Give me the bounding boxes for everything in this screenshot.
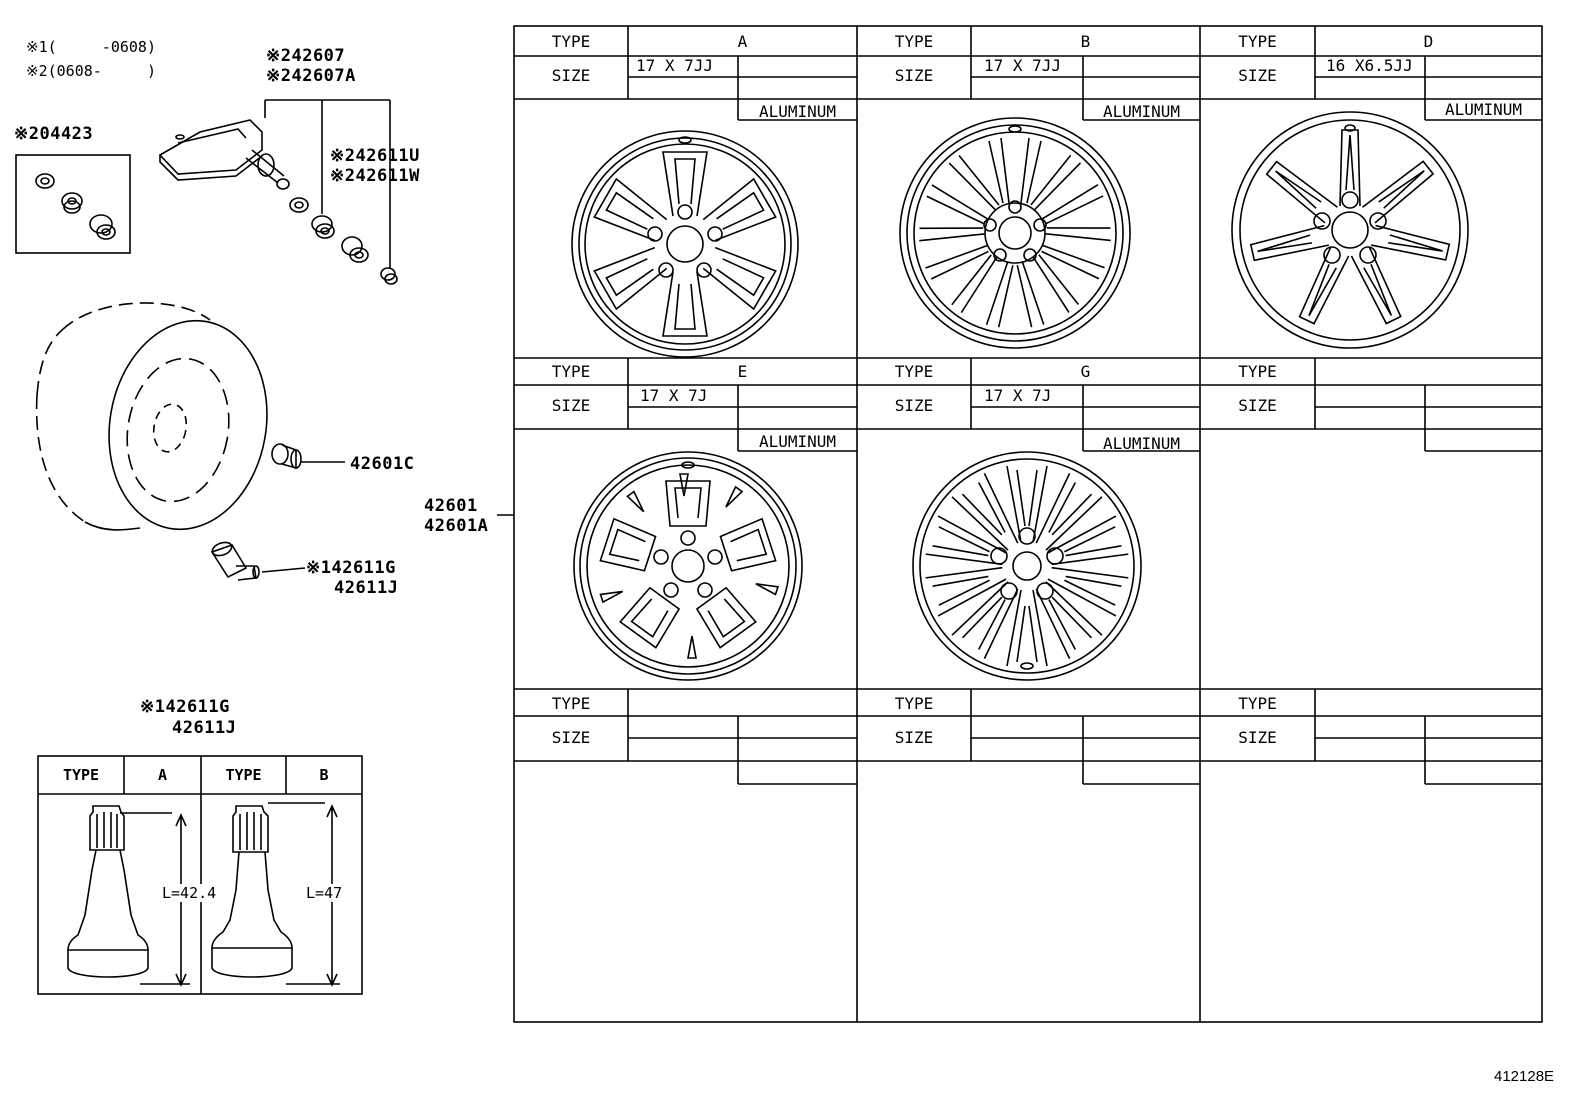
grid-size-label-9: SIZE [1238,728,1277,747]
grid-type-label-b: TYPE [894,32,934,51]
kit-cap-icon [89,214,116,240]
grid-type-label-6: TYPE [1238,362,1277,381]
part-42607a[interactable]: ※242607A [266,66,356,86]
wheel-g-material: ALUMINUM [1102,434,1181,453]
valve-table-title-1[interactable]: ※142611G [140,697,230,717]
sensor-nut-icon [289,197,309,213]
wheel-e-type: E [737,362,748,381]
part-04423[interactable]: ※204423 [14,124,94,144]
note-1: ※1( -0608) [26,38,156,56]
part-42611j[interactable]: 42611J [334,578,399,598]
part-42611g[interactable]: ※142611G [306,558,396,578]
wheel-a-material: ALUMINUM [758,102,837,121]
note-2-range: (0608- ) [47,62,156,80]
sensor-grommet-icon [311,215,335,239]
grid-size-label-8: SIZE [894,728,934,747]
grid-size-label-b: SIZE [894,66,934,85]
valve-type-a-icon [67,805,172,978]
grid-size-label-e: SIZE [551,396,591,415]
wheel-a-size: 17 X 7JJ [636,56,714,75]
wheel-e-size: 17 X 7J [640,386,708,405]
valve-type-header-a: TYPE [62,766,100,784]
wheel-d-icon [1231,111,1469,349]
valve-col-b: B [319,766,329,784]
wheel-b-size: 17 X 7JJ [984,56,1062,75]
wheel-b-icon [899,117,1131,349]
wheel-g-size: 17 X 7J [984,386,1052,405]
kit-grommet-icon [61,192,83,214]
grid-size-label-a: SIZE [551,66,591,85]
note-2: ※2(0608- ) [26,62,156,80]
note-1-range: ( -0608) [47,38,156,56]
grid-type-label-9: TYPE [1238,694,1277,713]
wheel-d-size: 16 X6.5JJ [1326,56,1413,75]
tire-illustration-icon [35,302,268,531]
sensor-cap-icon [341,236,369,263]
note-1-mark: ※1 [26,38,48,56]
valve-col-a: A [157,766,168,784]
part-42611u[interactable]: ※242611U [330,146,420,166]
valve-length-b: L=47 [306,884,343,902]
grid-size-label-6: SIZE [1238,396,1277,415]
grid-size-label-7: SIZE [551,728,591,747]
part-42601[interactable]: 42601 [424,496,478,516]
wheel-b-type: B [1080,32,1091,51]
part-42601a[interactable]: 42601A [424,516,489,536]
tpms-sensor-icon [158,119,290,190]
wheel-nut-icon [271,443,302,470]
grid-size-label-d: SIZE [1238,66,1277,85]
grid-type-label-e: TYPE [551,362,591,381]
kit-04423-box [15,154,131,254]
valve-table-title-2[interactable]: 42611J [172,718,237,738]
grid-type-label-a: TYPE [551,32,591,51]
wheel-d-type: D [1423,32,1434,51]
wheel-d-material: ALUMINUM [1444,100,1523,119]
kit-nut-icon [35,173,55,189]
wheel-grid-lines [513,25,1543,1023]
valve-stem-icon [210,541,260,581]
wheel-b-material: ALUMINUM [1102,102,1181,121]
grid-type-label-g: TYPE [894,362,934,381]
part-42601c[interactable]: 42601C [350,454,415,474]
note-2-mark: ※2 [26,62,48,80]
wheel-g-icon [912,451,1142,681]
grid-type-label-7: TYPE [551,694,591,713]
grid-size-label-g: SIZE [894,396,934,415]
grid-type-label-d: TYPE [1238,32,1277,51]
figure-id: 412128E [1494,1068,1555,1085]
grid-type-label-8: TYPE [894,694,934,713]
wheel-a-type: A [737,32,748,51]
wheel-a-icon [571,130,799,358]
wheel-e-icon [573,451,803,681]
valve-type-header-b: TYPE [225,766,262,784]
wheel-e-material: ALUMINUM [758,432,837,451]
sensor-valve-core-icon [380,267,398,285]
wheel-g-type: G [1080,362,1091,381]
part-42611w[interactable]: ※242611W [330,166,420,186]
valve-length-a: L=42.4 [162,884,217,902]
valve-type-b-icon [211,802,325,978]
part-42607[interactable]: ※242607 [266,46,346,66]
